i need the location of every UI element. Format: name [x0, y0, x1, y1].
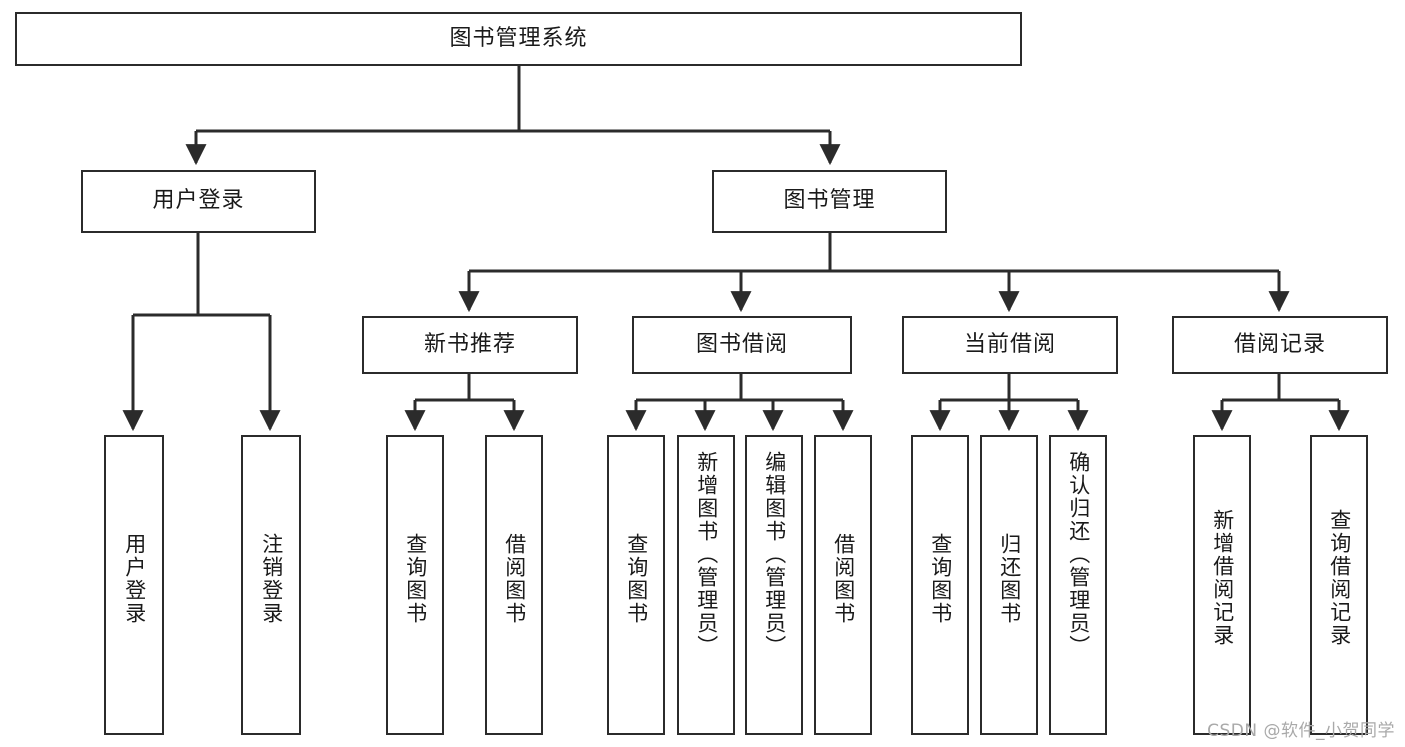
- leaf-br-add-record[interactable]: 新增借阅记录: [1193, 435, 1251, 735]
- node-label: 用户登录: [122, 533, 147, 625]
- node-label: 查询图书: [624, 533, 649, 625]
- node-label: 查询借阅记录: [1327, 509, 1352, 647]
- leaf-bb-edit-book[interactable]: 编辑图书（管理员）: [745, 435, 803, 735]
- leaf-nb-query-book[interactable]: 查询图书: [386, 435, 444, 735]
- node-label: 图书管理: [783, 188, 876, 214]
- leaf-br-query-record[interactable]: 查询借阅记录: [1310, 435, 1368, 735]
- node-label: 借阅记录: [1233, 331, 1326, 357]
- node-label: 查询图书: [928, 533, 953, 625]
- node-current-borrow[interactable]: 当前借阅: [902, 316, 1118, 374]
- csdn-watermark: CSDN @软件_小贺同学: [1207, 721, 1395, 741]
- leaf-bb-borrow-book[interactable]: 借阅图书: [814, 435, 872, 735]
- node-label: 图书管理系统: [449, 25, 588, 51]
- node-user-login[interactable]: 用户登录: [81, 170, 316, 233]
- node-borrow-record[interactable]: 借阅记录: [1172, 316, 1388, 374]
- node-label: 编辑图书（管理员）: [762, 451, 787, 658]
- node-book-management[interactable]: 图书管理: [712, 170, 947, 233]
- leaf-bb-add-book[interactable]: 新增图书（管理员）: [677, 435, 735, 735]
- leaf-cb-return-book[interactable]: 归还图书: [980, 435, 1038, 735]
- node-label: 新增借阅记录: [1210, 509, 1235, 647]
- node-label: 新书推荐: [423, 331, 516, 357]
- node-label: 当前借阅: [963, 331, 1056, 357]
- node-root-system[interactable]: 图书管理系统: [15, 12, 1022, 66]
- node-label: 新增图书（管理员）: [694, 451, 719, 658]
- node-label: 借阅图书: [502, 533, 527, 625]
- leaf-bb-query-book[interactable]: 查询图书: [607, 435, 665, 735]
- leaf-cb-confirm-return[interactable]: 确认归还（管理员）: [1049, 435, 1107, 735]
- node-new-book-recommend[interactable]: 新书推荐: [362, 316, 578, 374]
- node-label: 用户登录: [152, 188, 245, 214]
- node-label: 归还图书: [997, 533, 1022, 625]
- leaf-cb-query-book[interactable]: 查询图书: [911, 435, 969, 735]
- leaf-user-login[interactable]: 用户登录: [104, 435, 164, 735]
- leaf-logout[interactable]: 注销登录: [241, 435, 301, 735]
- node-label: 借阅图书: [831, 533, 856, 625]
- node-label: 图书借阅: [695, 331, 788, 357]
- node-label: 确认归还（管理员）: [1066, 451, 1091, 658]
- node-label: 查询图书: [403, 533, 428, 625]
- node-book-borrow[interactable]: 图书借阅: [632, 316, 852, 374]
- node-label: 注销登录: [259, 533, 284, 625]
- leaf-nb-borrow-book[interactable]: 借阅图书: [485, 435, 543, 735]
